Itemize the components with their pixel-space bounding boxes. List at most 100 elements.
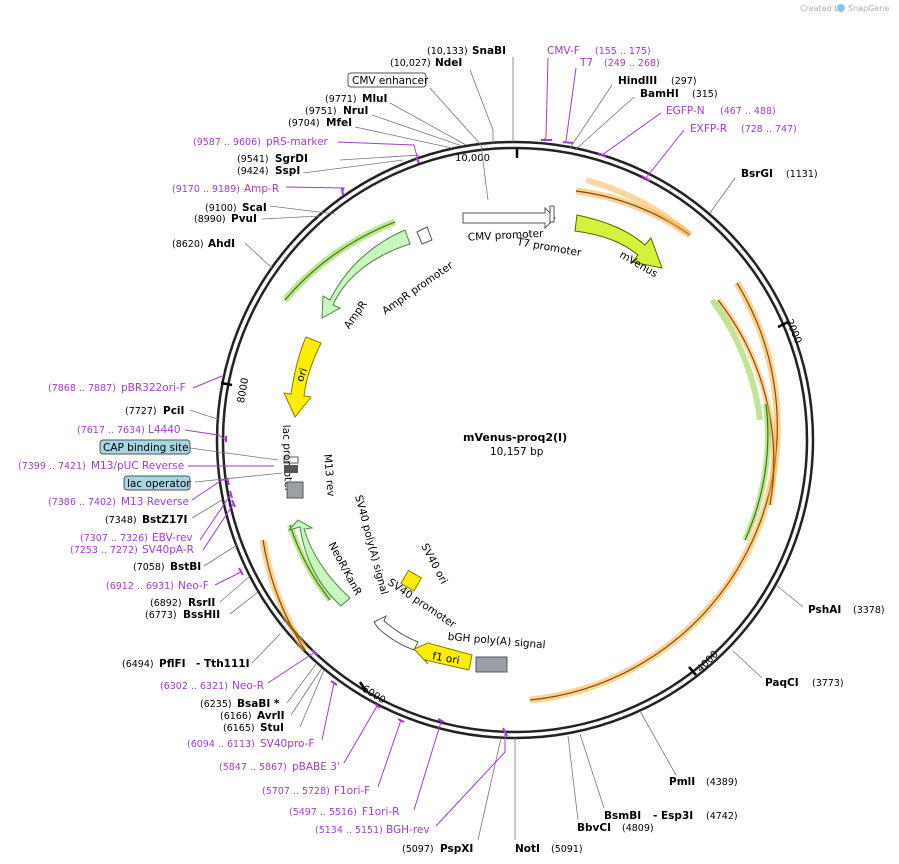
enzyme-pos: (10,027) xyxy=(390,58,431,69)
enzyme-name: SgrDI xyxy=(275,153,308,165)
enzyme-avrii[interactable]: (6166) AvrII xyxy=(220,667,323,722)
enzyme-pflfi[interactable]: (6494) PflFI - Tth111I xyxy=(122,633,281,670)
primer-pos: (7386 .. 7402) xyxy=(48,497,116,508)
primer-ebv-rev[interactable]: (7307 .. 7326) EBV-rev xyxy=(80,490,233,544)
primer-name: M13 Reverse xyxy=(121,496,189,508)
cmv-promoter-feature[interactable]: CMV promoter xyxy=(462,206,556,244)
primer-f1ori-r[interactable]: (5497 .. 5516) F1ori-R xyxy=(289,718,445,818)
enzyme-nrui[interactable]: (9751) NruI xyxy=(305,105,463,147)
enzyme-bstbi[interactable]: (7058) BstBI xyxy=(133,544,238,573)
orf-arc-3-line xyxy=(529,282,778,701)
primer-pos: (249 .. 268) xyxy=(604,58,660,69)
enzyme-bamhi[interactable]: BamHI (315) xyxy=(574,88,718,151)
f1-ori-label: f1 ori xyxy=(431,650,460,667)
enzyme-pos: (6235) xyxy=(200,699,232,710)
primer-amp-r[interactable]: (9170 .. 9189) Amp-R xyxy=(172,183,345,196)
enzyme-bstz17i[interactable]: (7348) BstZ17I xyxy=(105,499,223,526)
primer-pos: (6912 .. 6931) xyxy=(106,581,174,592)
primer-f1ori-f[interactable]: (5707 .. 5728) F1ori-F xyxy=(262,718,405,797)
enzyme-bsmbi[interactable]: BsmBI - Esp3I (4742) xyxy=(579,733,738,822)
primer-m13-puc-reverse[interactable]: (7399 .. 7421) M13/pUC Reverse xyxy=(18,460,274,472)
enzyme-hindiii[interactable]: HindIII (297) xyxy=(569,75,697,149)
enzyme-snabi[interactable]: (10,133) SnaBI xyxy=(427,45,514,142)
lac-promoter-feature[interactable]: lac promoter xyxy=(280,425,299,493)
tick-label-8000: 8000 xyxy=(236,377,251,404)
enzyme-bsshii[interactable]: (6773) BssHII xyxy=(145,591,259,621)
enzyme-pos: (315) xyxy=(692,89,718,100)
primer-cmv-f[interactable]: CMV-F (155 .. 175) xyxy=(541,45,651,141)
enzyme-name: BbvCI xyxy=(577,822,611,834)
enzyme-noti[interactable]: NotI (5091) xyxy=(514,738,583,855)
enzyme-paqci[interactable]: PaqCI (3773) xyxy=(732,650,844,689)
t7-promoter-label: T7 promoter xyxy=(515,236,583,259)
enzyme-pos: (6494) xyxy=(122,659,154,670)
primer-bgh-rev[interactable]: (5134 .. 5151) BGH-rev xyxy=(315,727,508,836)
enzyme-name: PshAI xyxy=(808,604,841,616)
enzyme-pos: (9771) xyxy=(325,94,357,105)
enzyme-mfei[interactable]: (9704) MfeI xyxy=(288,117,453,149)
enzyme-scai[interactable]: (9100) ScaI xyxy=(205,202,336,215)
enzyme-ahdi[interactable]: (8620) AhdI xyxy=(172,238,273,269)
primer-pbabe-3[interactable]: (5847 .. 5867) pBABE 3' xyxy=(219,703,381,773)
enzyme-rsrii[interactable]: (6892) RsrII xyxy=(150,575,251,609)
enzyme-sspi[interactable]: (9424) SspI xyxy=(237,159,404,177)
primer-name: pRS-marker xyxy=(266,136,329,148)
primer-pbr322ori-f[interactable]: (7868 .. 7887) pBR322ori-F xyxy=(48,375,223,394)
enzyme-sgrdi[interactable]: (9541) SgrDI xyxy=(237,153,421,165)
primer-prs-marker[interactable]: (9587 .. 9606) pRS-marker xyxy=(193,136,420,164)
primer-neo-r[interactable]: (6302 .. 6321) Neo-R xyxy=(160,649,319,692)
primer-l4440[interactable]: (7617 .. 7634) L4440 xyxy=(77,424,227,442)
plasmid-length: 10,157 bp xyxy=(490,446,544,458)
tick-10000: 10,000 xyxy=(455,148,519,164)
primer-sv40pa-r[interactable]: (7253 .. 7272) SV40pA-R xyxy=(70,499,236,556)
enzyme-pvui[interactable]: (8990) PvuI xyxy=(194,213,321,225)
enzyme-pcii[interactable]: (7727) PciI xyxy=(125,405,221,421)
enzyme-name: SspI xyxy=(275,165,300,177)
primer-t7[interactable]: T7 (249 .. 268) xyxy=(562,57,660,144)
enzyme-pspxi[interactable]: (5097) PspXI xyxy=(402,737,502,855)
ori-feature[interactable]: ori xyxy=(283,336,322,418)
orf-arc-4-line xyxy=(717,299,775,506)
primer-egfp-n[interactable]: EGFP-N (467 .. 488) xyxy=(597,105,776,158)
orf-arc-green-top-left-line xyxy=(284,221,396,301)
primer-sv40pro-f[interactable]: (6094 .. 6113) SV40pro-F xyxy=(187,680,338,750)
enzyme-name: PvuI xyxy=(231,213,257,225)
primer-name: pBR322ori-F xyxy=(121,382,186,394)
primer-name: EGFP-N xyxy=(666,105,705,117)
enzyme-pos: (5097) xyxy=(402,844,434,855)
enzyme-name: HindIII xyxy=(618,75,657,87)
m13-rev-feature[interactable]: M13 rev xyxy=(284,454,337,497)
enzyme-pos: (9751) xyxy=(305,106,337,117)
sv40-ori-feature[interactable]: SV40 ori xyxy=(400,542,450,592)
enzyme-name: PaqCI xyxy=(765,677,799,689)
lac-operator-boxed[interactable]: lac operator xyxy=(123,472,283,491)
enzyme-name: PflFI xyxy=(159,658,186,670)
ampr-feature[interactable]: AmpR xyxy=(321,229,411,331)
enzyme-stui[interactable]: (6165) StuI xyxy=(223,669,325,734)
enzyme-bbvci[interactable]: BbvCI (4809) xyxy=(567,735,654,834)
primer-name: T7 xyxy=(579,57,593,69)
enzyme-pos: (9424) xyxy=(237,166,269,177)
primer-m13-reverse[interactable]: (7386 .. 7402) M13 Reverse xyxy=(48,477,230,508)
f1-ori-feature[interactable]: f1 ori xyxy=(413,642,473,671)
enzyme-mlui[interactable]: (9771) MluI xyxy=(325,93,467,146)
enzyme-pshai[interactable]: PshAI (3378) xyxy=(775,584,885,616)
orf-arcs xyxy=(259,177,781,704)
primer-exfp-r[interactable]: EXFP-R (728 .. 747) xyxy=(641,123,797,182)
primer-pos: (728 .. 747) xyxy=(741,124,797,135)
primer-neo-f[interactable]: (6912 .. 6931) Neo-F xyxy=(106,567,244,592)
cap-binding-site-boxed[interactable]: CAP binding site xyxy=(99,439,279,461)
enzyme-ndei[interactable]: (10,027) NdeI xyxy=(390,57,494,144)
primer-name: L4440 xyxy=(148,424,181,436)
tick-4000: 4000 xyxy=(688,649,721,676)
enzyme-bsrgi[interactable]: BsrGI (1131) xyxy=(709,168,818,214)
enzyme-bsabi[interactable]: (6235) BsaBI * xyxy=(200,663,317,710)
enzyme-pos: (9100) xyxy=(205,203,237,214)
enzyme-pmli[interactable]: PmlI (4389) xyxy=(639,710,738,788)
primer-pos: (7617 .. 7634) xyxy=(77,425,145,436)
mvenus-feature[interactable]: mVenus xyxy=(574,214,663,280)
enzyme-name: ScaI xyxy=(242,202,267,214)
primer-name: Neo-F xyxy=(178,580,209,592)
cmv-enhancer-boxed[interactable]: CMV enhancer xyxy=(347,72,489,201)
